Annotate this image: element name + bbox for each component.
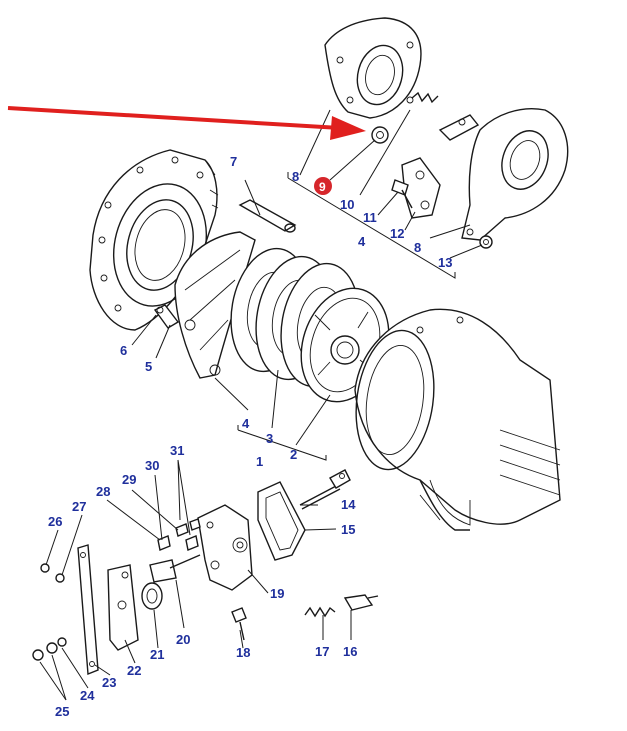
callout-10: 10: [340, 197, 354, 212]
callout-28: 28: [96, 484, 110, 499]
callout-19: 19: [270, 586, 284, 601]
callout-17: 17: [315, 644, 329, 659]
callout-labels: 7 8 9 10 11 4 12 8 13 6 5 4 3 2 1 14 15 …: [48, 154, 452, 719]
callout-9: 9: [319, 180, 326, 194]
callout-4-lower: 4: [242, 416, 250, 431]
nut: [371, 126, 389, 144]
callout-24: 24: [80, 688, 95, 703]
highlight-badge: [314, 177, 332, 195]
brake-pin: [238, 199, 297, 233]
nut-13: [479, 235, 493, 249]
callout-12: 12: [390, 226, 404, 241]
callout-31: 31: [170, 443, 184, 458]
adjusting-rod: [299, 469, 351, 510]
callout-3: 3: [266, 431, 273, 446]
callout-27: 27: [72, 499, 86, 514]
bolt-11: [391, 179, 413, 209]
callout-18: 18: [236, 645, 250, 660]
brake-cam-arm: [461, 108, 569, 241]
link-plate: [401, 114, 480, 219]
brake-cam-plate: [324, 17, 422, 119]
bolt-5-6: [153, 304, 180, 329]
push-rod: [149, 554, 201, 583]
callout-8-upper: 8: [292, 169, 299, 184]
callout-20: 20: [176, 632, 190, 647]
callout-14: 14: [341, 497, 356, 512]
fasteners: [32, 518, 201, 661]
valve-body: [197, 504, 253, 591]
gasket: [257, 481, 306, 561]
callout-21: 21: [150, 647, 164, 662]
callout-5: 5: [145, 359, 152, 374]
callout-15: 15: [341, 522, 355, 537]
axle-housing: [354, 308, 561, 531]
backplate-housing: [89, 149, 219, 331]
callout-22: 22: [127, 663, 141, 678]
callout-30: 30: [145, 458, 159, 473]
callout-7: 7: [230, 154, 237, 169]
callout-11: 11: [363, 210, 377, 225]
callout-4-upper: 4: [358, 234, 366, 249]
callout-25: 25: [55, 704, 69, 719]
seal: [141, 582, 163, 610]
spring: [406, 91, 439, 104]
callout-1: 1: [256, 454, 263, 469]
callout-2: 2: [290, 447, 297, 462]
lever: [77, 544, 99, 676]
bolt-18: [231, 607, 247, 641]
callout-6: 6: [120, 343, 127, 358]
callout-23: 23: [102, 675, 116, 690]
callout-8-lower: 8: [414, 240, 421, 255]
callout-13: 13: [438, 255, 452, 270]
highlight-arrow: [7, 106, 366, 140]
callout-26: 26: [48, 514, 62, 529]
return-spring: [304, 594, 379, 618]
callout-29: 29: [122, 472, 136, 487]
callout-16: 16: [343, 644, 357, 659]
leader-lines: [39, 109, 483, 701]
bracket: [107, 564, 139, 651]
